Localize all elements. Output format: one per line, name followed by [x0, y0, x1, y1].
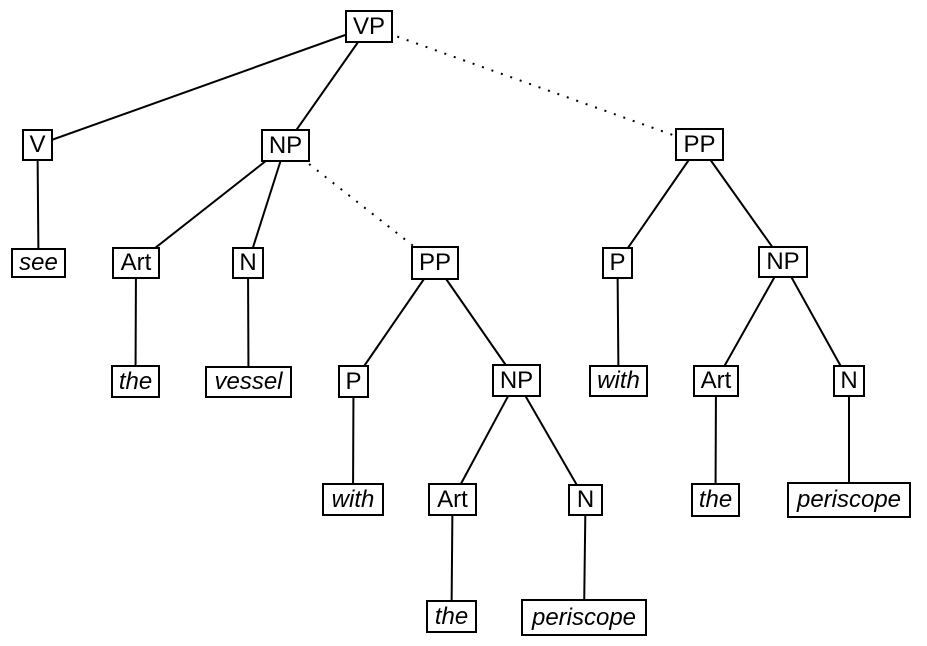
tree-edge-pp2-np2 [698, 143, 784, 263]
tree-leaf-periscope-right: periscope [787, 482, 911, 518]
tree-edge-vp-pp2 [368, 25, 700, 146]
tree-edge-np2-art2 [715, 261, 784, 382]
tree-leaf-see: see [11, 248, 66, 278]
tree-edge-p1-with1 [352, 381, 355, 500]
tree-edge-n3-periscope1 [583, 499, 587, 618]
tree-node-p-middle: P [338, 365, 369, 398]
tree-node-n-right: N [833, 365, 865, 397]
tree-node-pp-middle: PP [411, 246, 459, 280]
tree-node-vp-root: VP [345, 10, 393, 43]
tree-edge-art1-the1 [134, 262, 137, 382]
tree-edge-vp-np1 [284, 25, 370, 147]
tree-leaf-the-vessel: the [111, 365, 160, 398]
tree-node-pp-right: PP [675, 128, 724, 161]
tree-node-art-right: Art [693, 365, 739, 397]
tree-edge-np1-n1 [247, 145, 287, 264]
tree-edge-pp1-p1 [352, 262, 436, 383]
tree-edge-np1-art1 [135, 144, 287, 264]
tree-edge-np2-n2 [782, 261, 850, 382]
tree-leaf-with-right: with [589, 365, 648, 397]
tree-node-n-vessel: N [232, 247, 264, 279]
tree-edge-np3-art3 [451, 380, 518, 500]
tree-node-art-middle: Art [428, 483, 477, 516]
tree-edge-n1-vessel [247, 262, 250, 383]
tree-edge-v-see [36, 144, 40, 264]
tree-edge-np3-n3 [515, 379, 587, 501]
tree-leaf-periscope-middle: periscope [521, 599, 647, 636]
tree-edge-p2-with2 [616, 262, 620, 382]
tree-node-np-middle: NP [492, 364, 541, 397]
tree-node-np-object: NP [261, 129, 310, 162]
tree-node-p-right: P [602, 247, 633, 279]
tree-node-art-vessel: Art [112, 247, 160, 279]
tree-edge-vp-v [37, 25, 370, 146]
tree-leaf-the-middle: the [426, 600, 477, 633]
tree-edge-np1-pp1 [284, 144, 436, 264]
tree-edge-pp2-p2 [616, 143, 701, 264]
tree-edge-pp1-np3 [434, 262, 518, 382]
tree-leaf-the-right: the [691, 483, 740, 517]
tree-node-n-middle: N [568, 484, 603, 516]
tree-node-v: V [22, 129, 53, 161]
tree-edge-art2-the2 [714, 380, 717, 501]
tree-node-np-right: NP [758, 246, 808, 278]
tree-leaf-with-middle: with [322, 483, 384, 516]
tree-edge-art3-the3 [450, 499, 454, 617]
tree-leaf-vessel: vessel [205, 366, 292, 398]
